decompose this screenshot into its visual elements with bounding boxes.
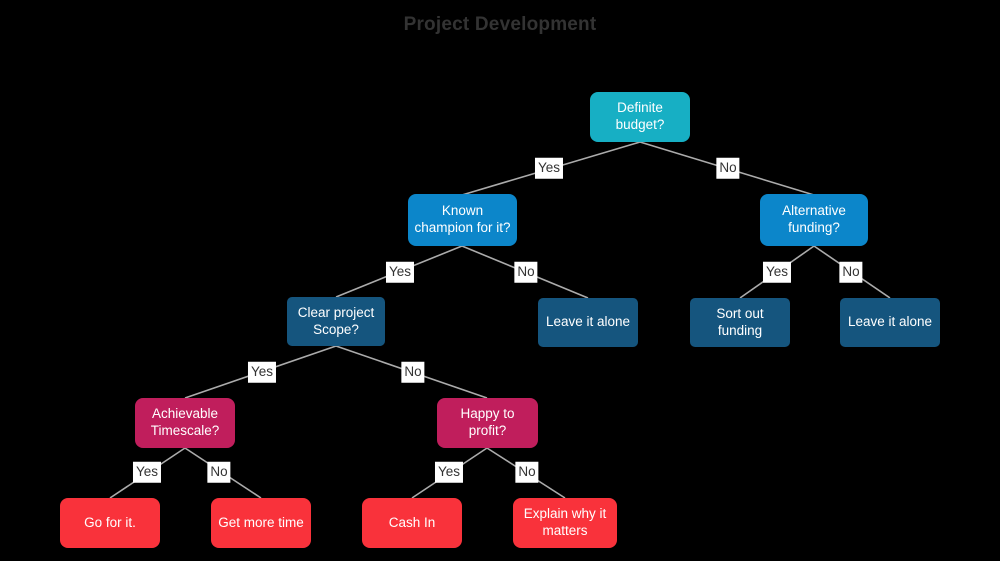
node-get-more-time: Get more time	[211, 498, 311, 548]
node-go-for-it: Go for it.	[60, 498, 160, 548]
node-clear-scope: Clear project Scope?	[287, 297, 385, 346]
node-definite-budget: Definite budget?	[590, 92, 690, 142]
edge-label-yes: Yes	[385, 261, 415, 283]
diagram-title: Project Development	[403, 14, 597, 35]
edge-label-no: No	[515, 461, 539, 483]
node-alternative-funding: Alternative funding?	[760, 194, 868, 246]
edge-label-no: No	[514, 261, 538, 283]
node-cash-in: Cash In	[362, 498, 462, 548]
edge-label-yes: Yes	[434, 461, 464, 483]
edge-label-no: No	[716, 157, 740, 179]
edge-label-yes: Yes	[534, 157, 564, 179]
node-leave-it-alone-2: Leave it alone	[840, 298, 940, 347]
node-known-champion: Known champion for it?	[408, 194, 517, 246]
edge-label-no: No	[401, 361, 425, 383]
node-explain-why: Explain why it matters	[513, 498, 617, 548]
edge-label-yes: Yes	[247, 361, 277, 383]
edge-label-yes: Yes	[762, 261, 792, 283]
edge-label-yes: Yes	[132, 461, 162, 483]
node-sort-out-funding: Sort out funding	[690, 298, 790, 347]
node-leave-it-alone-1: Leave it alone	[538, 298, 638, 347]
edge-label-no: No	[207, 461, 231, 483]
node-achievable-timescale: Achievable Timescale?	[135, 398, 235, 448]
node-happy-to-profit: Happy to profit?	[437, 398, 538, 448]
edge-label-no: No	[839, 261, 863, 283]
